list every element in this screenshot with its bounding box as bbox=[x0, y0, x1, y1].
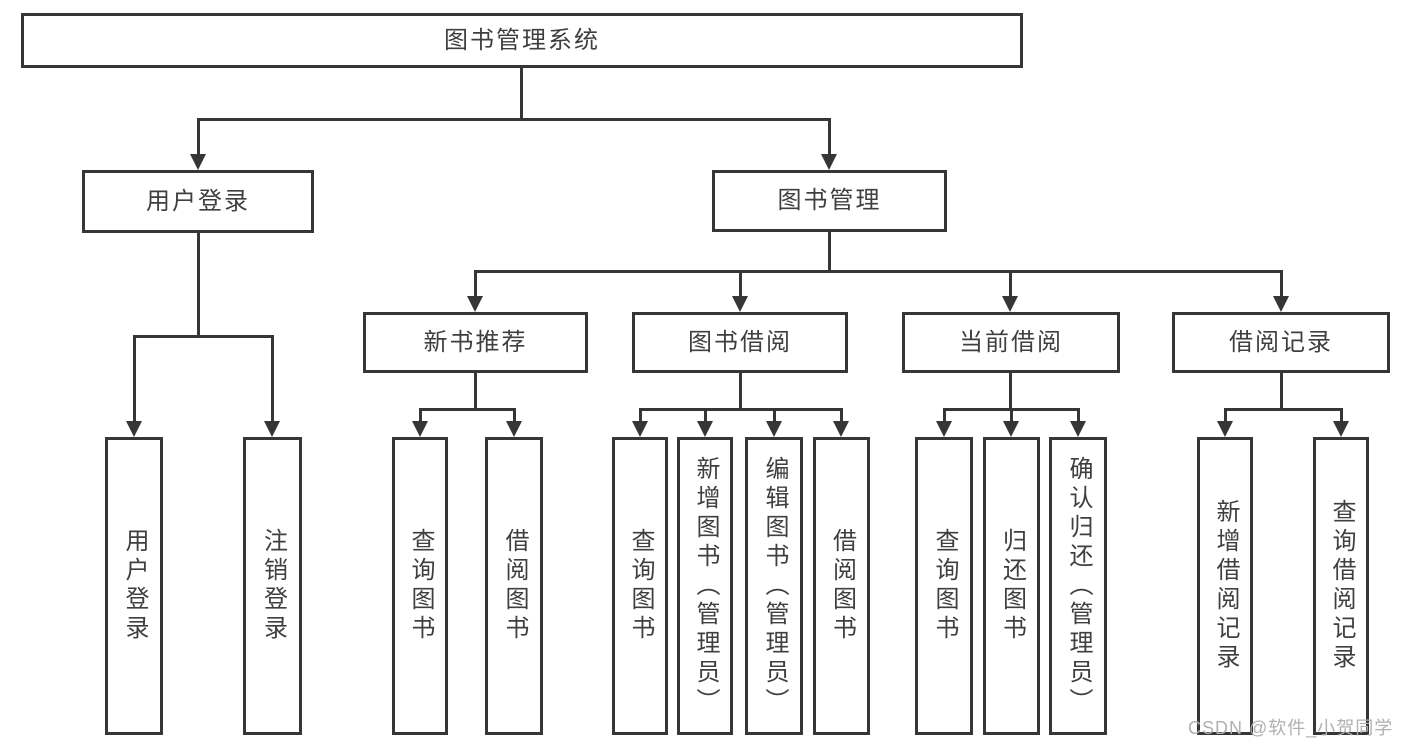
leaf-query-borrow-record: 查询借阅记录 bbox=[1313, 437, 1369, 735]
connector-line bbox=[197, 233, 200, 335]
connector-line bbox=[639, 408, 642, 423]
arrow-down-icon bbox=[833, 421, 849, 437]
connector-line bbox=[739, 270, 742, 298]
node-label: 用户登录 bbox=[146, 187, 250, 215]
connector-line bbox=[133, 335, 273, 338]
node-book-borrow: 图书借阅 bbox=[632, 312, 848, 373]
node-label: 当前借阅 bbox=[959, 328, 1063, 356]
leaf-query-books-under-recommend: 查询图书 bbox=[392, 437, 448, 735]
node-current-borrow: 当前借阅 bbox=[902, 312, 1120, 373]
leaf-query-books-under-borrow: 查询图书 bbox=[612, 437, 668, 735]
connector-line bbox=[197, 118, 200, 156]
watermark: CSDN @软件_小贺同学 bbox=[1188, 718, 1394, 738]
connector-line bbox=[943, 408, 946, 423]
arrow-down-icon bbox=[697, 421, 713, 437]
connector-line bbox=[419, 408, 516, 411]
connector-line bbox=[1280, 373, 1283, 408]
leaf-query-books-under-current: 查询图书 bbox=[915, 437, 973, 735]
leaf-label: 新增图书（管理员） bbox=[692, 455, 719, 717]
leaf-label: 新增借阅记录 bbox=[1212, 499, 1239, 673]
leaf-label: 查询图书 bbox=[931, 528, 958, 644]
connector-line bbox=[520, 68, 523, 118]
leaf-edit-book-admin: 编辑图书（管理员） bbox=[745, 437, 803, 735]
arrow-down-icon bbox=[1273, 296, 1289, 312]
leaf-label: 查询图书 bbox=[407, 528, 434, 644]
leaf-label: 借阅图书 bbox=[501, 528, 528, 644]
connector-line bbox=[1340, 408, 1343, 423]
leaf-label: 查询借阅记录 bbox=[1328, 499, 1355, 673]
leaf-user-login: 用户登录 bbox=[105, 437, 163, 735]
node-label: 图书管理 bbox=[777, 187, 882, 214]
leaf-add-book-admin: 新增图书（管理员） bbox=[677, 437, 733, 735]
leaf-label: 编辑图书（管理员） bbox=[761, 455, 788, 717]
arrow-down-icon bbox=[1003, 421, 1019, 437]
connector-line bbox=[1224, 408, 1227, 423]
leaf-confirm-return-admin: 确认归还（管理员） bbox=[1049, 437, 1107, 735]
node-library-management-system: 图书管理系统 bbox=[21, 13, 1023, 68]
leaf-label: 归还图书 bbox=[998, 528, 1026, 644]
arrow-down-icon bbox=[821, 154, 837, 170]
connector-line bbox=[133, 335, 136, 423]
arrow-down-icon bbox=[264, 421, 280, 437]
connector-line bbox=[513, 408, 516, 423]
connector-line bbox=[474, 373, 477, 408]
connector-line bbox=[1010, 408, 1013, 423]
connector-line bbox=[474, 270, 1282, 273]
connector-line bbox=[828, 232, 831, 270]
node-label: 图书管理系统 bbox=[444, 26, 600, 54]
connector-line bbox=[773, 408, 776, 423]
arrow-down-icon bbox=[1333, 421, 1349, 437]
leaf-label: 查询图书 bbox=[627, 528, 654, 644]
node-borrow-record: 借阅记录 bbox=[1172, 312, 1390, 373]
leaf-borrow-books-under-recommend: 借阅图书 bbox=[485, 437, 543, 735]
arrow-down-icon bbox=[506, 421, 522, 437]
connector-line bbox=[197, 118, 831, 121]
arrow-down-icon bbox=[467, 296, 483, 312]
leaf-logout-login: 注销登录 bbox=[243, 437, 302, 735]
node-label: 图书借阅 bbox=[688, 328, 792, 356]
leaf-label: 确认归还（管理员） bbox=[1065, 455, 1092, 717]
leaf-return-book: 归还图书 bbox=[983, 437, 1040, 735]
arrow-down-icon bbox=[1217, 421, 1233, 437]
arrow-down-icon bbox=[732, 296, 748, 312]
leaf-label: 注销登录 bbox=[259, 528, 287, 644]
node-user-login: 用户登录 bbox=[82, 170, 314, 233]
arrow-down-icon bbox=[766, 421, 782, 437]
arrow-down-icon bbox=[190, 154, 206, 170]
connector-line bbox=[271, 335, 274, 423]
arrow-down-icon bbox=[126, 421, 142, 437]
leaf-borrow-books-under-borrow: 借阅图书 bbox=[813, 437, 870, 735]
arrow-down-icon bbox=[632, 421, 648, 437]
connector-line bbox=[840, 408, 843, 423]
arrow-down-icon bbox=[1002, 296, 1018, 312]
connector-line bbox=[1009, 270, 1012, 298]
node-label: 新书推荐 bbox=[423, 328, 528, 356]
arrow-down-icon bbox=[1070, 421, 1086, 437]
leaf-label: 借阅图书 bbox=[828, 528, 856, 644]
leaf-add-borrow-record: 新增借阅记录 bbox=[1197, 437, 1253, 735]
node-label: 借阅记录 bbox=[1229, 328, 1333, 356]
connector-line bbox=[419, 408, 422, 423]
connector-line bbox=[639, 408, 843, 411]
connector-line bbox=[704, 408, 707, 423]
connector-line bbox=[474, 270, 477, 298]
leaf-label: 用户登录 bbox=[121, 528, 148, 644]
connector-line bbox=[1224, 408, 1343, 411]
node-book-management: 图书管理 bbox=[712, 170, 947, 232]
node-new-book-recommend: 新书推荐 bbox=[363, 312, 588, 373]
connector-line bbox=[1009, 373, 1012, 408]
connector-line bbox=[1077, 408, 1080, 423]
connector-line bbox=[1280, 270, 1283, 298]
connector-line bbox=[828, 118, 831, 156]
arrow-down-icon bbox=[936, 421, 952, 437]
connector-line bbox=[739, 373, 742, 408]
arrow-down-icon bbox=[412, 421, 428, 437]
